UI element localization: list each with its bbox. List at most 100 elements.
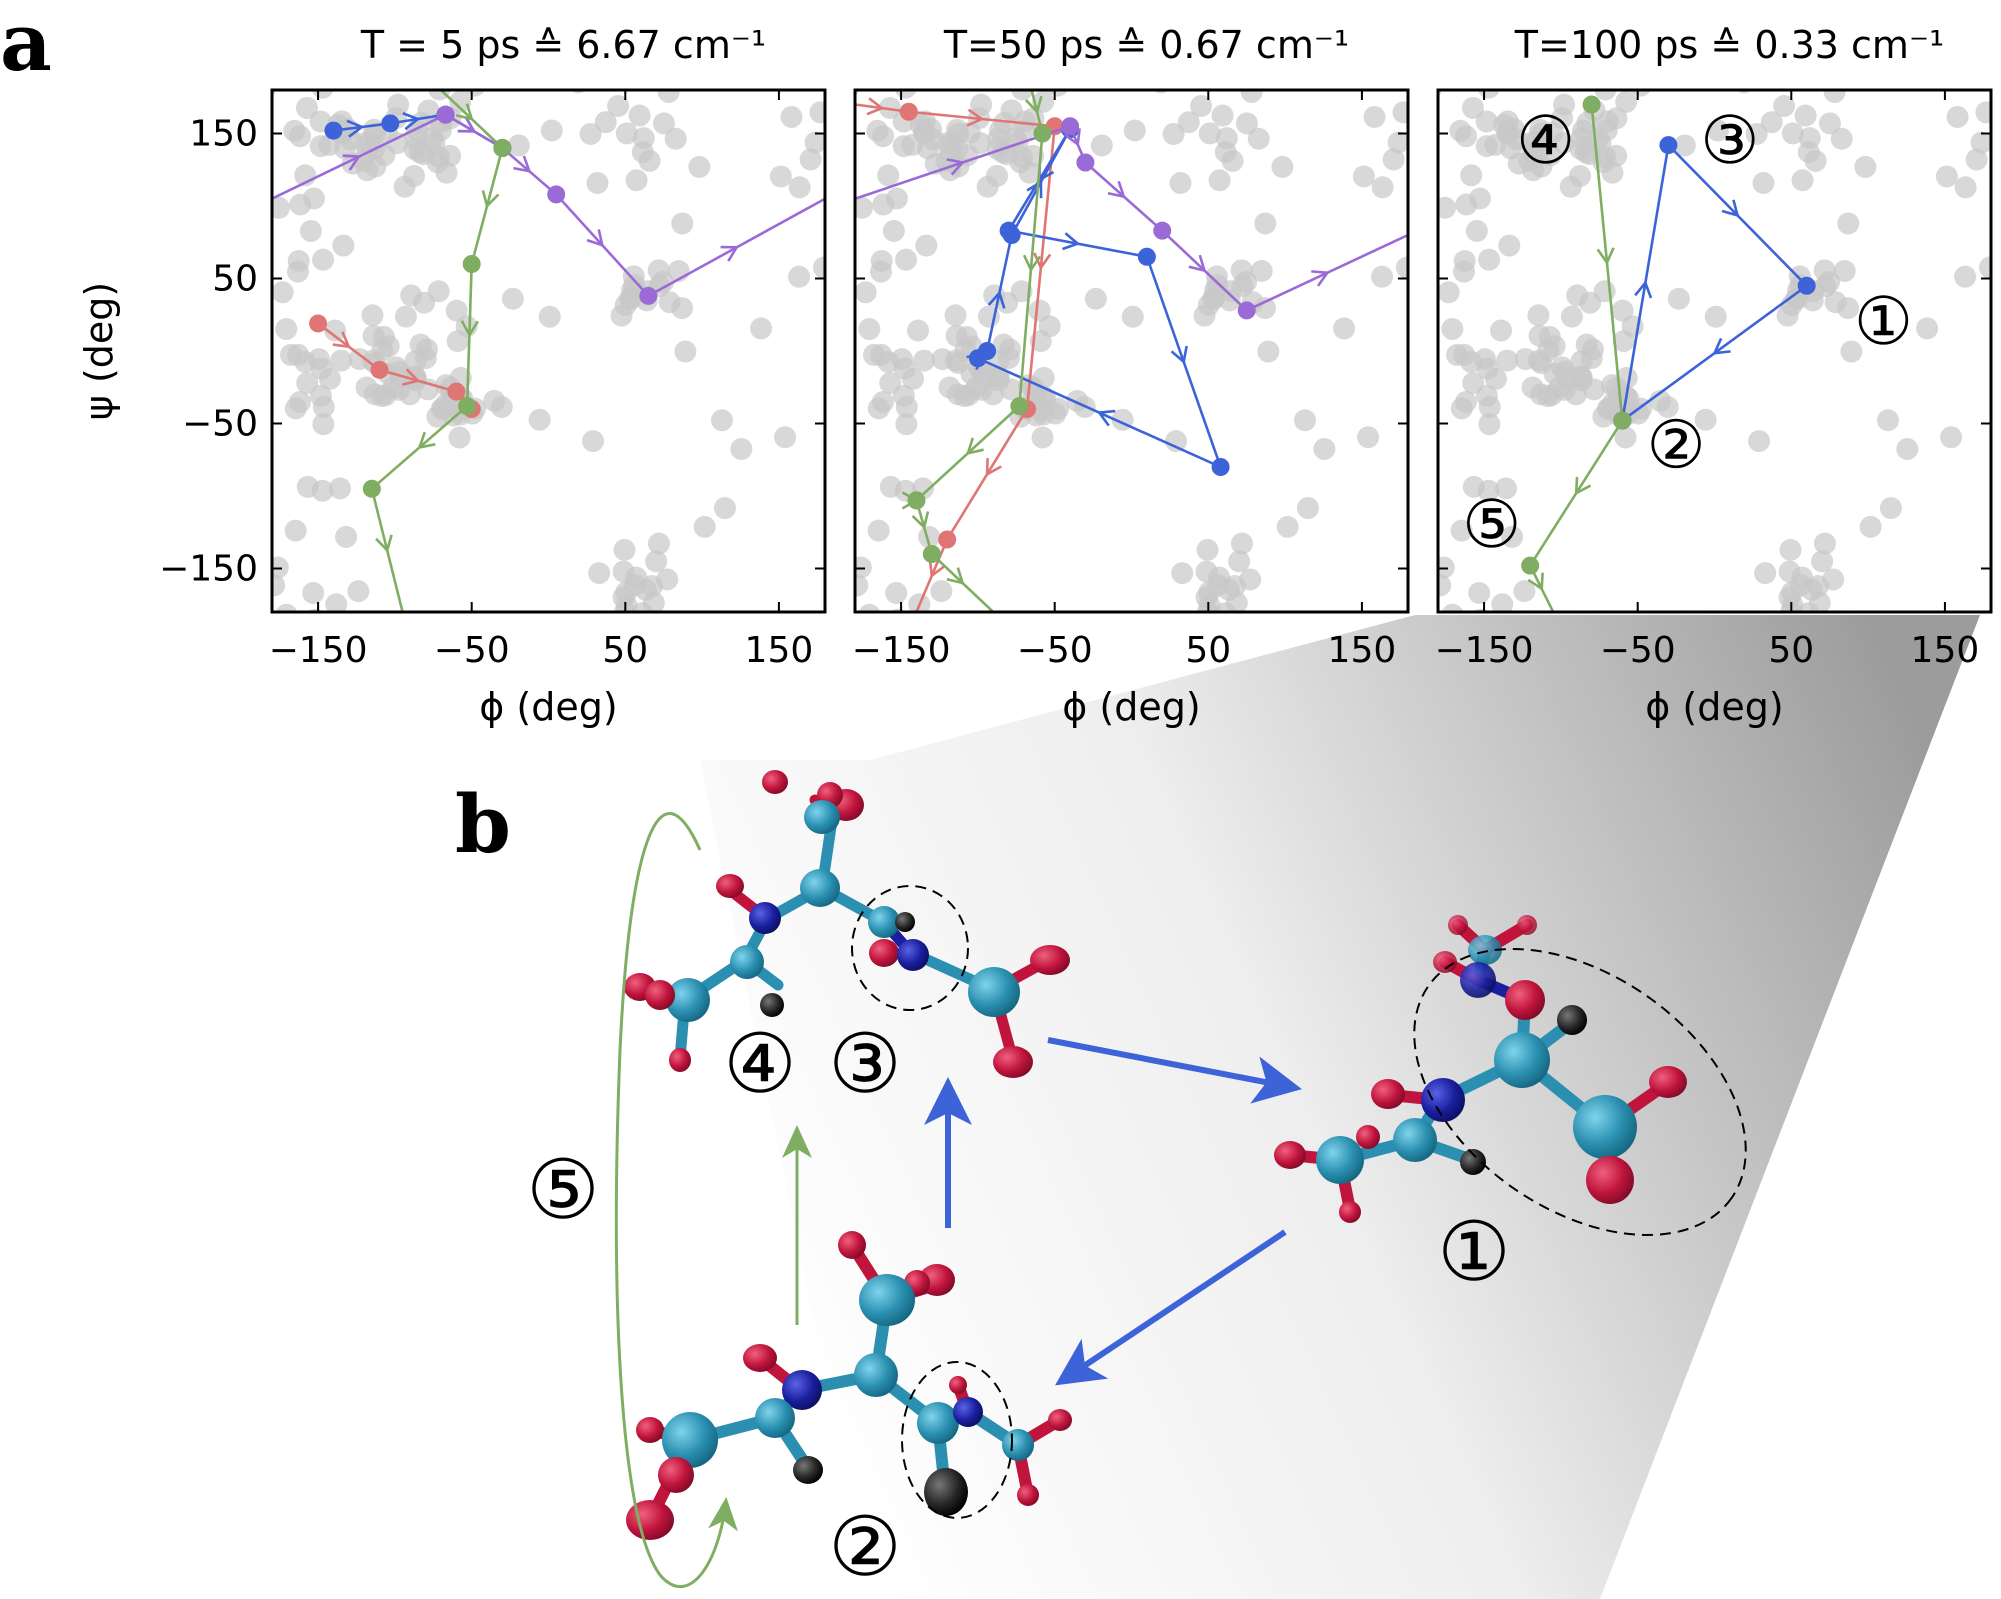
- background-point: [241, 46, 263, 68]
- background-point: [1824, 291, 1847, 314]
- state-label: ①: [1854, 283, 1913, 360]
- background-point: [464, 90, 485, 97]
- background-point: [1840, 340, 1863, 363]
- background-point: [1978, 256, 1991, 279]
- background-point: [1854, 155, 1877, 178]
- background-point: [1313, 438, 1336, 461]
- background-point: [1876, 409, 1899, 432]
- background-point: [809, 101, 825, 124]
- x-tick-label: −50: [434, 630, 510, 671]
- x-axis-label: ϕ (deg): [479, 685, 617, 729]
- background-point: [710, 409, 733, 432]
- x-tick-label: −150: [1435, 630, 1534, 671]
- background-point: [1830, 127, 1853, 150]
- background-point: [1441, 318, 1464, 341]
- trajectory-arrow: [1634, 280, 1653, 299]
- background-point: [612, 560, 635, 583]
- background-point: [1954, 265, 1977, 288]
- trajectory-point: [1797, 276, 1816, 295]
- background-point: [1239, 568, 1262, 591]
- trajectory-point: [1521, 556, 1540, 575]
- trajectory-point: [899, 102, 918, 121]
- background-point: [490, 395, 513, 418]
- background-point: [1438, 574, 1452, 597]
- trajectory-green: [901, 90, 1052, 612]
- trajectory-point: [1061, 117, 1080, 136]
- background-point: [311, 90, 334, 99]
- background-point: [227, 377, 249, 399]
- background-point: [647, 532, 670, 555]
- trajectory-arrow: [375, 534, 393, 553]
- background-point: [1121, 305, 1144, 328]
- background-point: [387, 93, 410, 116]
- background-point: [272, 574, 286, 597]
- background-point: [1587, 127, 1610, 150]
- background-point: [870, 260, 893, 283]
- background-point: [1190, 95, 1213, 118]
- background-point: [986, 365, 1009, 388]
- background-point: [586, 171, 609, 194]
- state-label: ⑤: [526, 1143, 600, 1238]
- background-point: [930, 580, 953, 603]
- background-point: [421, 127, 444, 150]
- background-point: [1527, 304, 1550, 327]
- background-point: [1235, 270, 1258, 293]
- background-point: [1694, 408, 1717, 431]
- plot-title: T = 5 ps ≙ 6.67 cm⁻¹: [360, 23, 766, 67]
- background-point: [403, 164, 426, 187]
- trajectory-point: [1033, 124, 1052, 143]
- background-point: [594, 111, 617, 134]
- background-point: [448, 426, 471, 449]
- background-point: [325, 593, 348, 612]
- background-point: [1454, 390, 1477, 413]
- background-point: [1569, 365, 1592, 388]
- x-tick-label: 150: [745, 630, 814, 671]
- background-point: [1478, 395, 1501, 418]
- trajectory-point: [1002, 226, 1021, 244]
- trajectory-point: [324, 121, 343, 140]
- background-point: [1090, 134, 1113, 157]
- background-point: [1630, 90, 1651, 97]
- background-point: [528, 408, 551, 431]
- trajectory-arrow: [1574, 476, 1592, 496]
- background-point: [328, 477, 351, 500]
- background-point: [628, 104, 651, 127]
- trajectory-point: [938, 530, 957, 549]
- background-point: [1478, 248, 1501, 271]
- trajectory-arrow: [1024, 95, 1043, 115]
- trajectory-point: [1659, 136, 1678, 155]
- trajectory-arrow: [513, 155, 532, 173]
- background-point: [1228, 550, 1251, 573]
- background-point: [284, 519, 307, 542]
- background-points: [1438, 90, 2001, 612]
- background-point: [1211, 104, 1234, 127]
- background-point: [1778, 586, 1801, 609]
- state-label: ③: [1700, 102, 1759, 179]
- background-point: [658, 291, 681, 314]
- trajectory-point: [362, 479, 381, 498]
- x-axis-label: ϕ (deg): [1062, 685, 1200, 729]
- background-point: [371, 339, 394, 362]
- trajectory-arrow: [1096, 409, 1116, 427]
- background-point: [312, 248, 335, 271]
- background-point: [427, 280, 450, 303]
- trajectory-arrow: [866, 97, 885, 116]
- background-point: [895, 395, 918, 418]
- background-point: [1995, 537, 2001, 559]
- trajectory-arrow: [460, 320, 479, 338]
- background-point: [435, 161, 458, 184]
- background-point: [855, 574, 869, 597]
- background-point: [1084, 287, 1107, 310]
- background-point: [788, 176, 811, 199]
- trajectory-point: [978, 342, 997, 360]
- background-point: [1010, 280, 1033, 303]
- background-point: [1916, 317, 1939, 340]
- background-point: [855, 281, 877, 304]
- background-point: [671, 212, 694, 235]
- trajectory-arrow: [966, 108, 985, 127]
- background-point: [540, 119, 563, 142]
- plot-title: T=50 ps ≙ 0.67 cm⁻¹: [943, 23, 1349, 67]
- background-point: [272, 281, 294, 304]
- background-point: [882, 219, 905, 242]
